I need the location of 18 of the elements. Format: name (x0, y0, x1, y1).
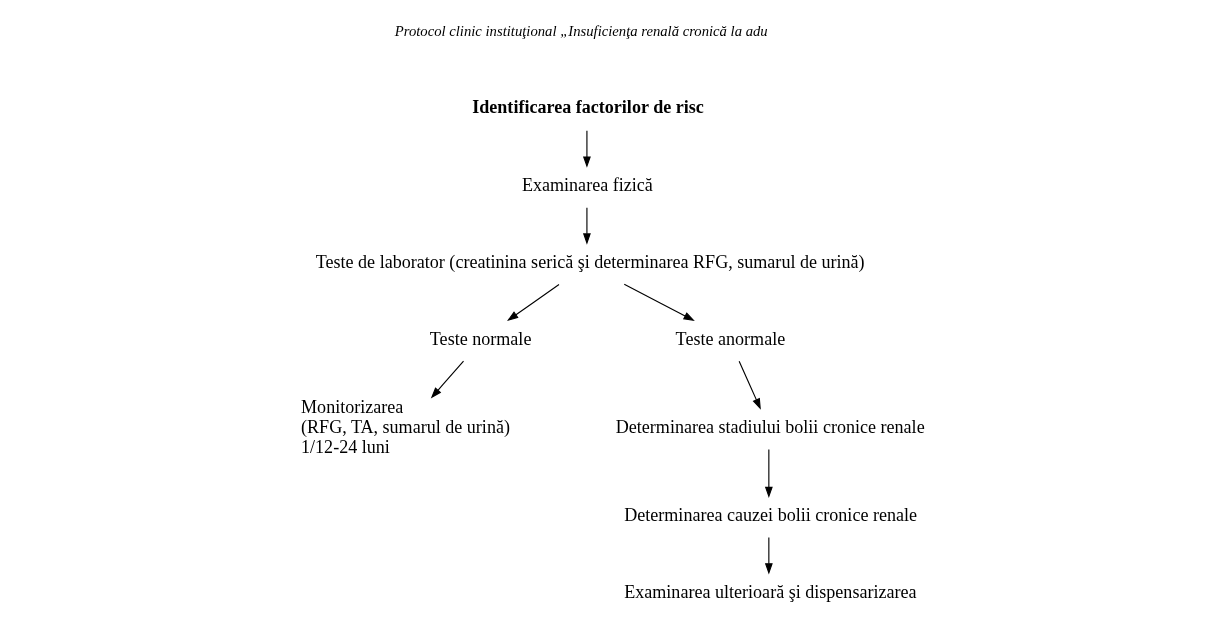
label: Protocol clinic instituţional „Insuficienţa renală cronică la adu (394, 22, 768, 39)
node-text: Teste anormale (675, 328, 785, 349)
arrow (738, 360, 761, 410)
node-text: Teste normale (429, 328, 531, 349)
arrow (506, 283, 560, 321)
node-text: Examinarea ulterioară şi dispensarizarea (623, 582, 917, 603)
arrow (582, 130, 591, 168)
arrow (623, 283, 695, 321)
node-text: Monitorizarea (RFG, TA, sumarul de urină) 1/12-24 luni (300, 396, 510, 458)
arrow (764, 537, 773, 575)
node-text: Teste de laborator (creatinina serică şi determinarea RFG, sumarul de urină) (315, 252, 865, 273)
node-text: Determinarea cauzei bolii cronice renale (623, 505, 917, 526)
node-text: Determinarea stadiului bolii cronice renale (615, 417, 925, 438)
node-text: Identificarea factorilor de risc (471, 97, 704, 118)
node-text: Examinarea fizică (521, 175, 653, 196)
arrow (430, 360, 464, 399)
arrow (764, 448, 773, 499)
arrow (582, 207, 591, 245)
